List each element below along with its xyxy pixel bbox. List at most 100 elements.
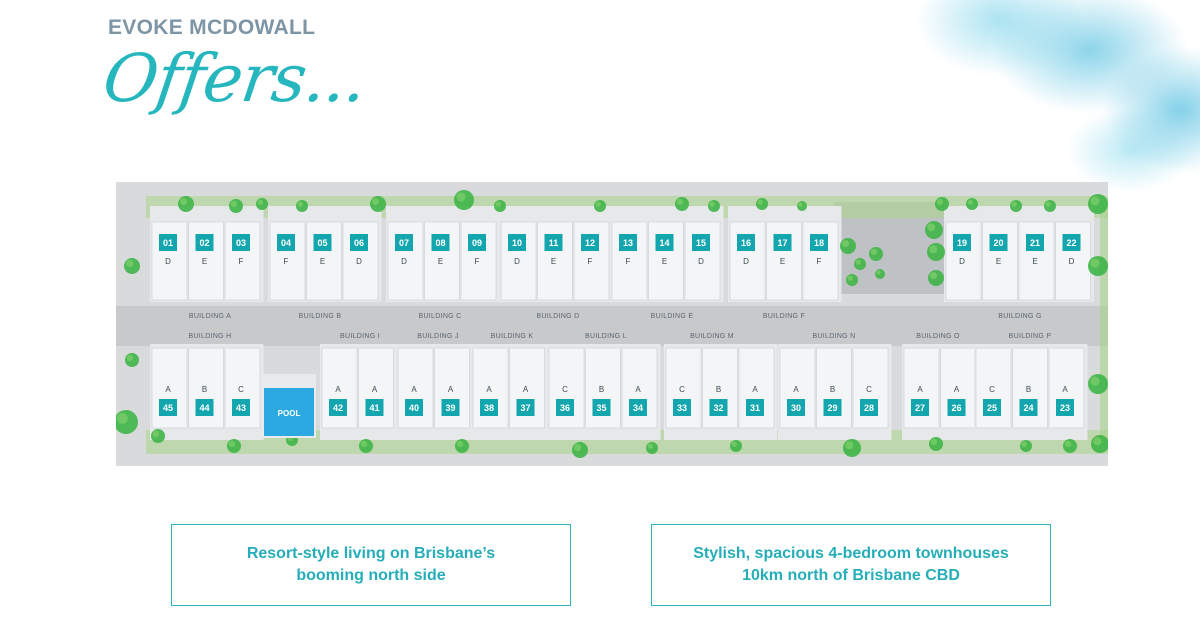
unit-badge (350, 234, 368, 251)
tree-highlight (929, 245, 938, 254)
unit-type: E (202, 257, 207, 266)
unit-number: 45 (163, 403, 173, 413)
unit-23-roof (1048, 347, 1085, 429)
unit-badge (746, 399, 764, 416)
unit-number: 35 (596, 403, 606, 413)
unit-type: C (679, 385, 685, 394)
unit-type: C (866, 385, 872, 394)
unit-number: 39 (445, 403, 455, 413)
building-label: BUILDING A (189, 313, 231, 320)
unit-type: A (523, 385, 529, 394)
unit-type: E (662, 257, 667, 266)
unit-type: E (551, 257, 556, 266)
unit-badge (989, 234, 1008, 251)
unit-badge (232, 399, 250, 416)
unit-type: C (989, 385, 995, 394)
tree-highlight (117, 413, 128, 424)
tree-highlight (842, 240, 850, 248)
building-label: BUILDING L (585, 333, 627, 340)
tree-highlight (876, 270, 881, 275)
unit-type: B (599, 385, 604, 394)
unit-badge (508, 234, 526, 251)
unit-badge (953, 234, 971, 251)
unit-badge (737, 234, 755, 251)
unit-number: 23 (1060, 403, 1070, 413)
unit-type: E (780, 257, 785, 266)
unit-badge (947, 399, 966, 416)
tree-highlight (1011, 201, 1017, 207)
tree-highlight (257, 199, 263, 205)
tree-highlight (870, 248, 878, 256)
tree-highlight (1021, 441, 1027, 447)
offers-heading: Offers... (98, 40, 371, 117)
building-label: BUILDING E (651, 313, 694, 320)
unit-badge (480, 399, 498, 416)
unit-type: A (917, 385, 923, 394)
tree-highlight (709, 201, 715, 207)
internal-road (116, 306, 1108, 346)
tree-highlight (845, 441, 854, 450)
pool-area: POOL (262, 374, 316, 438)
unit-badge (1062, 234, 1081, 251)
tree-highlight (126, 260, 134, 268)
unit-number: 33 (677, 403, 687, 413)
unit-type: E (320, 257, 325, 266)
site-plan-map: 01D02E03F04F05E06D07D08E09F10D11E12F13F1… (116, 190, 1108, 458)
unit-number: 09 (472, 238, 482, 248)
tree-highlight (126, 354, 134, 362)
unit-type: A (1062, 385, 1068, 394)
tree-highlight (360, 440, 368, 448)
unit-number: 03 (236, 238, 246, 248)
tree-highlight (927, 223, 936, 232)
unit-badge (673, 399, 691, 416)
unit-badge (619, 234, 637, 251)
unit-badge (692, 234, 710, 251)
unit-number: 13 (623, 238, 633, 248)
unit-type: D (698, 257, 704, 266)
unit-type: A (486, 385, 492, 394)
unit-badge (277, 234, 295, 251)
unit-type: F (239, 257, 244, 266)
building-label: BUILDING H (188, 333, 231, 340)
unit-badge (709, 399, 728, 416)
watercolor-decoration (880, 0, 1200, 190)
unit-type: F (475, 257, 480, 266)
callout-text: Resort-style living on Brisbane’s boomin… (246, 545, 496, 584)
unit-badge (395, 234, 413, 251)
unit-type: D (514, 257, 520, 266)
tree-highlight (180, 198, 188, 206)
tree-highlight (574, 444, 582, 452)
unit-number: 29 (827, 403, 837, 413)
unit-type: A (448, 385, 454, 394)
unit-type: A (954, 385, 960, 394)
tree-highlight (1090, 376, 1100, 386)
tree-highlight (297, 201, 303, 207)
building-label: BUILDING G (998, 313, 1041, 320)
tree-highlight (676, 198, 684, 206)
tree-highlight (647, 443, 653, 449)
building-label: BUILDING B (299, 313, 342, 320)
unit-number: 34 (633, 403, 643, 413)
building-label: BUILDING M (690, 333, 734, 340)
unit-number: 26 (951, 403, 961, 413)
unit-type: A (793, 385, 799, 394)
unit-21-roof (1018, 221, 1055, 301)
unit-30-roof (779, 347, 816, 429)
unit-badge (544, 234, 563, 251)
unit-type: A (372, 385, 378, 394)
tree-highlight (1090, 258, 1100, 268)
east-garden-strip (1100, 202, 1108, 452)
unit-number: 22 (1066, 238, 1076, 248)
unit-number: 18 (814, 238, 824, 248)
unit-badge (787, 399, 805, 416)
unit-type: A (635, 385, 641, 394)
unit-number: 02 (199, 238, 209, 248)
unit-type: B (1026, 385, 1031, 394)
unit-type: F (626, 257, 631, 266)
unit-number: 43 (236, 403, 246, 413)
tree-highlight (595, 201, 601, 207)
unit-type: E (438, 257, 443, 266)
unit-number: 20 (993, 238, 1003, 248)
unit-badge (329, 399, 347, 416)
